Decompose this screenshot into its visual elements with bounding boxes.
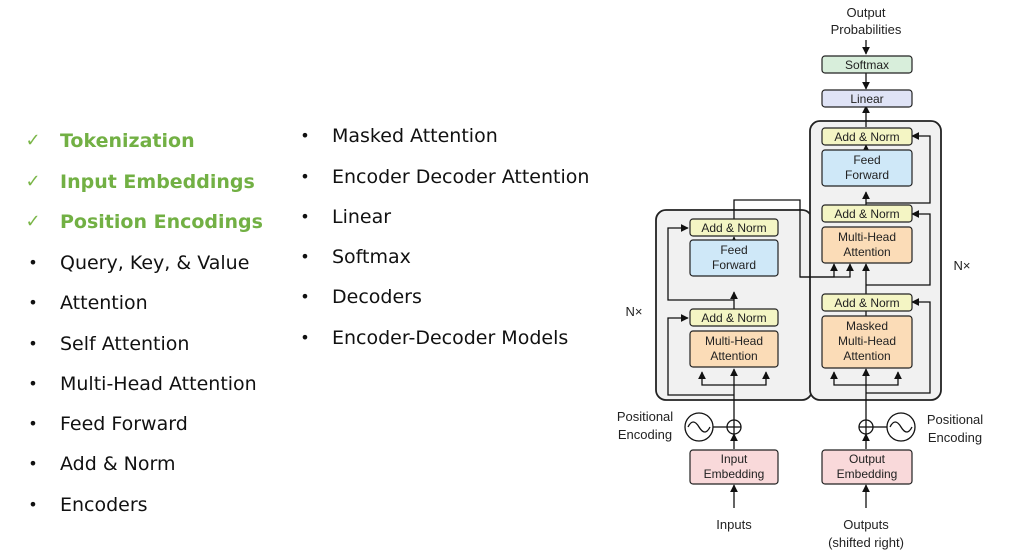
flow-arrow — [698, 371, 734, 386]
svg-text:Masked: Masked — [846, 319, 888, 333]
svg-text:Positional: Positional — [617, 409, 673, 424]
svg-text:Encoding: Encoding — [928, 430, 982, 445]
svg-text:Input: Input — [721, 452, 748, 466]
completed-topics-list: ✓ Tokenization ✓ Input Embeddings ✓ Posi… — [22, 130, 282, 240]
bullet-icon: • — [28, 495, 38, 514]
topic-label: Self Attention — [60, 333, 190, 355]
residual-arrow — [866, 210, 931, 286]
svg-text:Output: Output — [846, 5, 885, 20]
topic-label: Linear — [332, 206, 392, 228]
topic-label: Encoders — [60, 494, 148, 516]
bullet-icon: • — [300, 207, 310, 226]
input-embedding-block: Input Embedding — [689, 449, 779, 485]
decoder-positional-encoding: Positional Encoding — [858, 412, 983, 445]
topic-label: Input Embeddings — [60, 171, 255, 193]
svg-text:Feed: Feed — [853, 153, 880, 167]
encoder-output-arrow — [733, 199, 838, 278]
flow-arrow — [734, 371, 770, 386]
svg-text:Embedding: Embedding — [837, 467, 898, 481]
encoder-multi-head-attention-block: Multi-Head Attention — [689, 330, 779, 368]
decoder-add-norm-1: Add & Norm — [821, 293, 913, 312]
masked-multi-head-attention-block: Masked Multi-Head Attention — [821, 315, 913, 369]
residual-arrow — [667, 224, 734, 301]
bullet-icon: • — [28, 253, 38, 272]
bullet-icon: • — [300, 247, 310, 266]
bullet-icon: • — [28, 454, 38, 473]
svg-text:Add & Norm: Add & Norm — [834, 207, 899, 221]
left-topics-list: • Query, Key, & Value • Attention • Self… — [22, 252, 302, 522]
flow-arrow — [830, 371, 866, 386]
output-probabilities-label: Output Probabilities — [831, 5, 902, 37]
encoder-positional-encoding: Positional Encoding — [617, 409, 742, 442]
right-topics-list: • Masked Attention • Encoder Decoder Att… — [294, 125, 604, 355]
residual-arrow — [667, 314, 734, 396]
topic-label: Attention — [60, 292, 148, 314]
decoder-add-norm-3: Add & Norm — [821, 127, 913, 146]
svg-text:Linear: Linear — [850, 92, 883, 106]
encoder-add-norm-1: Add & Norm — [689, 308, 779, 327]
svg-text:Forward: Forward — [712, 258, 756, 272]
bullet-icon: • — [28, 293, 38, 312]
topic-label: Add & Norm — [60, 453, 176, 475]
svg-text:Add & Norm: Add & Norm — [701, 311, 766, 325]
topic-label: Encoder-Decoder Models — [332, 327, 569, 349]
decoder-feed-forward-block: Feed Forward — [821, 149, 913, 187]
topic-label: Masked Attention — [332, 125, 498, 147]
svg-text:Multi-Head: Multi-Head — [838, 334, 896, 348]
encoder-add-norm-2: Add & Norm — [689, 218, 779, 237]
decoder-add-norm-2: Add & Norm — [821, 204, 913, 223]
softmax-block: Softmax — [821, 55, 913, 74]
svg-text:Encoding: Encoding — [618, 427, 672, 442]
svg-text:Embedding: Embedding — [704, 467, 765, 481]
svg-text:Multi-Head: Multi-Head — [838, 230, 896, 244]
svg-text:Attention: Attention — [843, 245, 890, 259]
svg-text:Outputs: Outputs — [843, 517, 889, 532]
svg-text:Add & Norm: Add & Norm — [701, 221, 766, 235]
topic-label: Feed Forward — [60, 413, 188, 435]
topic-label: Encoder Decoder Attention — [332, 166, 590, 188]
residual-arrow — [866, 132, 931, 204]
topic-label: Position Encodings — [60, 211, 263, 233]
bullet-icon: • — [300, 126, 310, 145]
decoder-multi-head-attention-block: Multi-Head Attention — [821, 226, 913, 264]
decoder-nx-label: N× — [954, 258, 971, 273]
encoder-output-arrow — [800, 263, 854, 278]
inputs-label: Inputs — [716, 517, 752, 532]
encoder-feed-forward-block: Feed Forward — [689, 239, 779, 277]
bullet-icon: • — [28, 334, 38, 353]
svg-text:(shifted right): (shifted right) — [828, 535, 904, 550]
topic-label: Multi-Head Attention — [60, 373, 257, 395]
svg-text:Multi-Head: Multi-Head — [705, 334, 763, 348]
outputs-label: Outputs (shifted right) — [828, 517, 904, 550]
svg-text:Positional: Positional — [927, 412, 983, 427]
svg-text:Add & Norm: Add & Norm — [834, 296, 899, 310]
checkmark-icon: ✓ — [25, 171, 41, 192]
svg-text:Probabilities: Probabilities — [831, 22, 902, 37]
bullet-icon: • — [300, 167, 310, 186]
output-embedding-block: Output Embedding — [821, 449, 913, 485]
linear-block: Linear — [821, 89, 913, 108]
bullet-icon: • — [300, 328, 310, 347]
svg-text:Output: Output — [849, 452, 886, 466]
checkmark-icon: ✓ — [25, 211, 41, 232]
svg-text:Feed: Feed — [720, 243, 747, 257]
topic-label: Tokenization — [60, 130, 195, 152]
encoder-nx-label: N× — [626, 304, 643, 319]
svg-text:Add & Norm: Add & Norm — [834, 130, 899, 144]
topic-label: Query, Key, & Value — [60, 252, 250, 274]
flow-arrow — [866, 371, 902, 386]
topic-label: Decoders — [332, 286, 422, 308]
checkmark-icon: ✓ — [25, 130, 41, 151]
bullet-icon: • — [28, 414, 38, 433]
svg-text:Attention: Attention — [843, 349, 890, 363]
svg-text:Attention: Attention — [710, 349, 757, 363]
bullet-icon: • — [28, 374, 38, 393]
svg-text:Softmax: Softmax — [845, 58, 889, 72]
svg-text:Forward: Forward — [845, 168, 889, 182]
bullet-icon: • — [300, 287, 310, 306]
topic-label: Softmax — [332, 246, 411, 268]
residual-arrow — [866, 298, 931, 394]
